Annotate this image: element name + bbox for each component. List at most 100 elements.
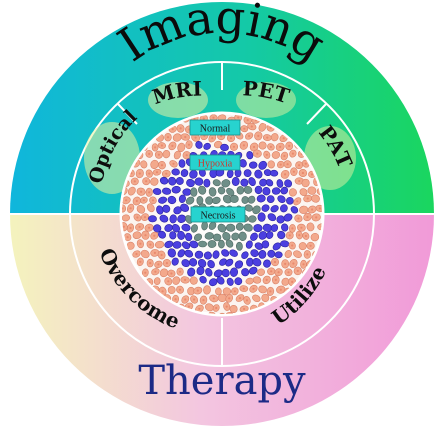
cell-nucleus <box>286 163 289 166</box>
cell-nucleus <box>184 135 187 139</box>
tumor-cell <box>267 213 277 222</box>
tumor-cell <box>196 266 205 276</box>
tumor-cell <box>208 221 217 230</box>
tumor-cell <box>274 251 283 259</box>
tumor-cell <box>208 187 217 197</box>
cell-nucleus <box>193 117 196 121</box>
tumor-cell <box>171 185 181 194</box>
tumor-cell <box>221 249 230 257</box>
tumor-cell <box>229 249 238 257</box>
tumor-cell <box>229 305 238 314</box>
tumor-cell <box>172 241 182 249</box>
cell-nucleus <box>171 128 174 131</box>
tumor-cell <box>234 277 243 286</box>
tumor-cell <box>261 293 270 302</box>
cell-nucleus <box>292 170 295 173</box>
tumor-cell <box>310 232 320 242</box>
cell-nucleus <box>133 180 136 183</box>
tumor-cell <box>153 277 161 285</box>
cell-nucleus <box>265 278 268 281</box>
tumor-cell <box>280 186 289 195</box>
tumor-cell <box>225 223 236 232</box>
tumor-cell <box>190 224 198 233</box>
tumor-cell <box>281 223 289 232</box>
cell-nucleus <box>202 299 205 302</box>
tumor-cell <box>122 214 130 222</box>
cell-nucleus <box>126 236 129 239</box>
tumor-cell <box>146 203 155 213</box>
cell-nucleus <box>283 154 286 158</box>
cell-nucleus <box>136 216 139 219</box>
cell-nucleus <box>288 144 291 147</box>
tumor-cell <box>185 196 195 205</box>
tumor-cell <box>249 161 258 169</box>
cell-nucleus <box>154 146 157 149</box>
cell-nucleus <box>129 207 132 210</box>
cell-nucleus <box>298 234 301 237</box>
tumor-cell <box>181 223 191 232</box>
label-necrosis: Necrosis <box>190 206 246 223</box>
tumor-cell <box>217 239 225 249</box>
tumor-cell <box>198 240 207 248</box>
cell-nucleus <box>270 270 273 273</box>
tumor-cell <box>252 276 262 284</box>
cell-nucleus <box>139 242 142 245</box>
cell-nucleus <box>185 154 188 157</box>
cell-nucleus <box>179 127 182 130</box>
tumor-cell <box>140 249 150 259</box>
tumor-cell <box>246 151 254 160</box>
tumor-cell <box>150 177 159 186</box>
tumor-cell <box>240 178 249 187</box>
cell-nucleus <box>139 260 142 263</box>
cell-nucleus <box>265 153 268 156</box>
cell-nucleus <box>135 199 138 203</box>
tumor-cell <box>153 224 162 233</box>
tumor-cell <box>212 179 221 187</box>
tumor-cell <box>284 179 293 188</box>
cell-nucleus <box>225 305 228 308</box>
tumor-cell <box>221 179 231 188</box>
tumor-cell <box>136 204 146 214</box>
cell-nucleus <box>184 278 187 281</box>
cell-nucleus <box>243 307 246 311</box>
cell-nucleus <box>287 271 290 274</box>
tumor-cell <box>272 242 281 251</box>
cell-nucleus <box>232 145 236 148</box>
tumor-cell <box>199 275 207 284</box>
cell-nucleus <box>306 215 309 219</box>
tumor-cell <box>180 203 190 212</box>
tumor-cell <box>226 277 234 286</box>
tumor-cell <box>182 188 192 196</box>
cell-nucleus <box>233 290 236 293</box>
cell-nucleus <box>196 289 199 292</box>
tumor-cell <box>284 250 292 258</box>
pet-glow <box>236 82 296 118</box>
cell-nucleus <box>306 197 309 200</box>
tumor-cell <box>159 176 169 185</box>
tumor-cell <box>189 276 198 285</box>
tumor-cell <box>220 143 229 152</box>
cell-nucleus <box>291 152 294 155</box>
cell-nucleus <box>165 262 168 265</box>
cell-nucleus <box>193 298 196 301</box>
tumor-cell <box>286 196 294 205</box>
cell-nucleus <box>148 191 151 194</box>
tumor-cell <box>270 169 279 177</box>
tumor-cell <box>190 187 198 197</box>
cell-nucleus <box>291 244 294 247</box>
tumor-cell <box>169 214 177 224</box>
tumor-cell <box>271 151 281 159</box>
tumor-cell <box>280 204 288 213</box>
tumor-cell <box>307 186 317 195</box>
cell-nucleus <box>282 137 285 140</box>
cell-nucleus <box>266 136 269 139</box>
tumor-cell <box>243 169 252 178</box>
tumor-cell <box>168 176 177 186</box>
tumor-cell <box>205 196 214 205</box>
tumor-cell <box>234 260 244 269</box>
cell-nucleus <box>194 136 197 139</box>
cell-nucleus <box>155 171 159 174</box>
tumor-cell <box>238 231 247 241</box>
tumor-cell <box>217 223 227 233</box>
therapy-title: Therapy <box>138 358 306 404</box>
